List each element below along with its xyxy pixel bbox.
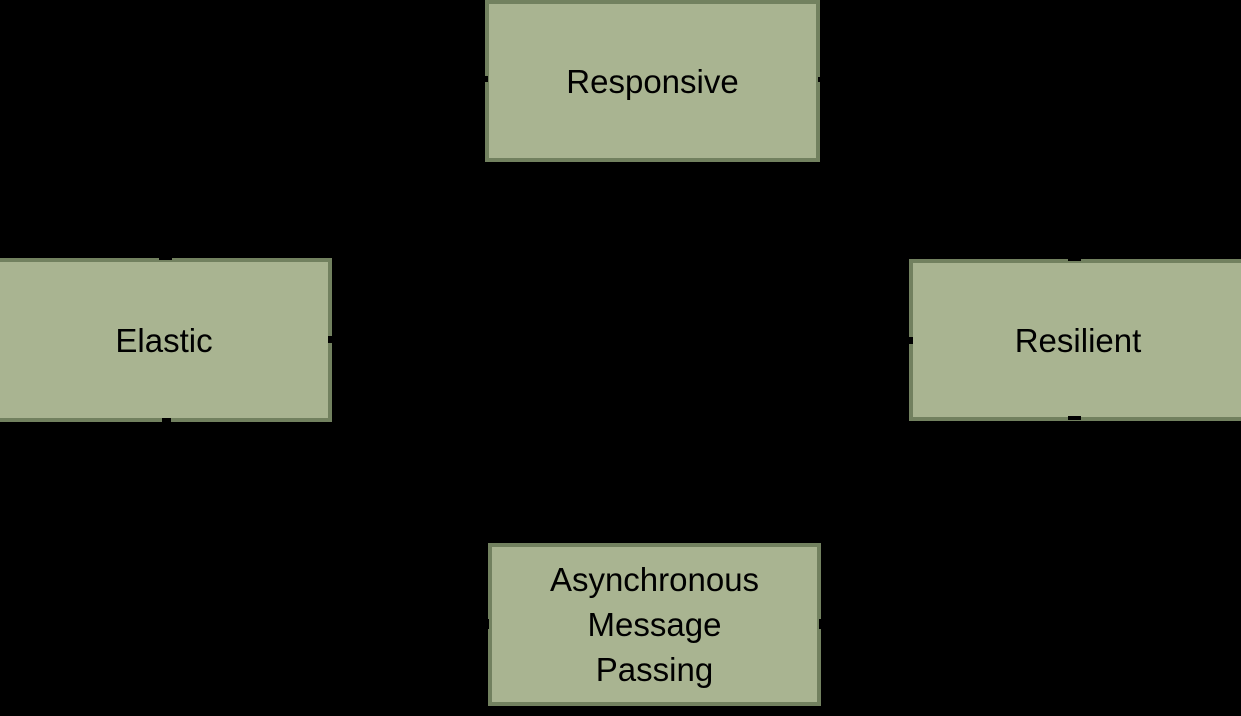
node-elastic-label: Elastic bbox=[115, 321, 213, 359]
arrow-tip-icon bbox=[908, 337, 913, 344]
node-async-message-passing: Asynchronous Message Passing bbox=[488, 543, 821, 706]
node-responsive-label: Responsive bbox=[566, 62, 739, 100]
arrow-tip-icon bbox=[819, 619, 826, 629]
arrow-tip-icon bbox=[1068, 257, 1081, 261]
node-elastic: Elastic bbox=[0, 258, 332, 422]
arrow-tip-icon bbox=[818, 77, 823, 82]
arrow-tip-icon bbox=[159, 256, 172, 260]
arrow-tip-icon bbox=[328, 336, 333, 343]
arrow-tip-icon bbox=[162, 418, 171, 422]
arrow-tip-icon bbox=[1068, 416, 1081, 420]
node-responsive: Responsive bbox=[485, 0, 820, 162]
node-resilient: Resilient bbox=[909, 259, 1241, 421]
arrow-tip-icon bbox=[482, 76, 488, 82]
node-resilient-label: Resilient bbox=[1014, 321, 1142, 359]
node-async-label: Asynchronous Message Passing bbox=[549, 561, 760, 688]
arrow-tip-icon bbox=[482, 619, 489, 629]
